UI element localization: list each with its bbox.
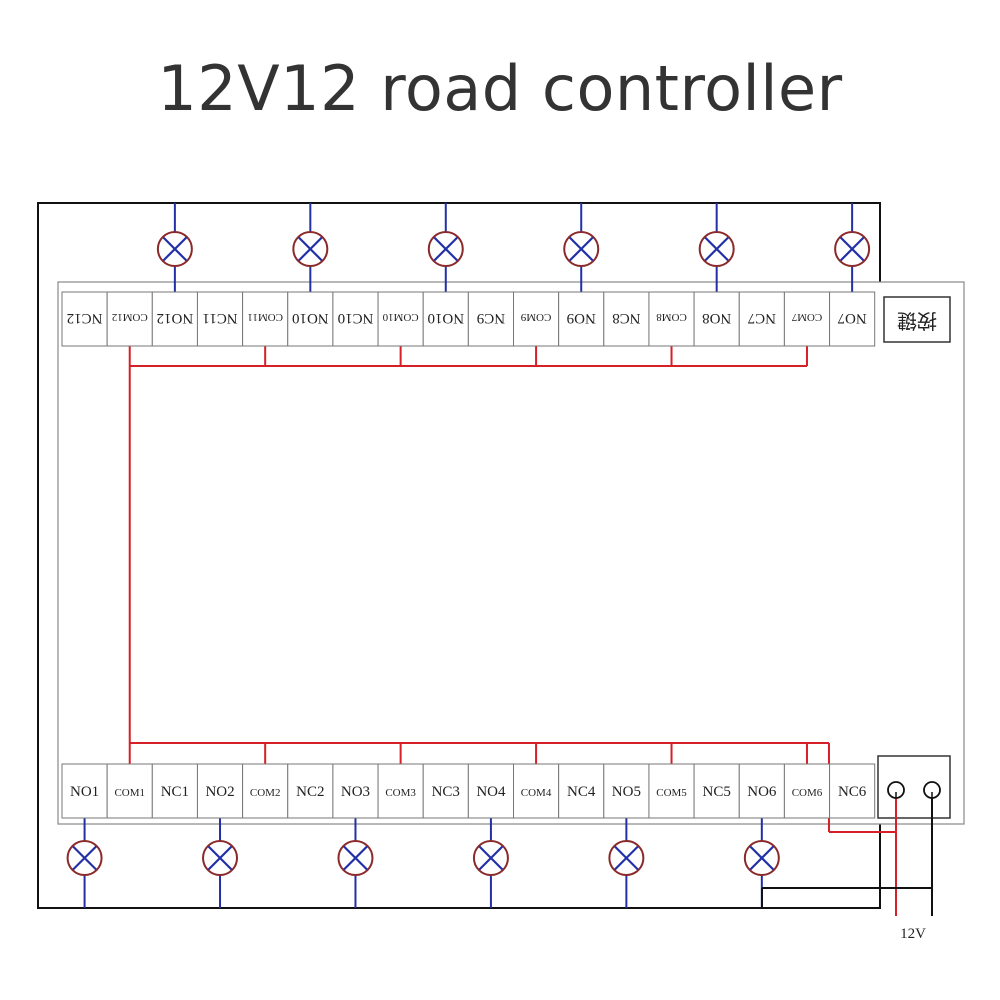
top-terminal-label: NC12 bbox=[67, 310, 103, 326]
key-box bbox=[883, 296, 951, 343]
top-terminal-label: COM7 bbox=[791, 311, 822, 323]
bottom-terminal-label: NC4 bbox=[567, 784, 596, 800]
top-terminal-cell bbox=[287, 291, 334, 347]
lamp-icon bbox=[66, 840, 103, 876]
top-terminal-strip: NC12 COM12 NO12 NC11 COM11 NO10 NC10 COM10 NO10 N… bbox=[61, 291, 876, 347]
bottom-terminal-label: NC2 bbox=[296, 784, 324, 800]
bottom-terminal-label: COM4 bbox=[521, 787, 552, 799]
top-terminal-label: NC9 bbox=[477, 310, 505, 326]
blue-wires bbox=[83, 203, 854, 908]
power-jack-icon bbox=[923, 781, 941, 799]
top-terminal-cell bbox=[61, 291, 108, 347]
lamp-icon bbox=[834, 231, 871, 267]
top-terminal-label: NO10 bbox=[292, 310, 329, 326]
bottom-terminal-cell bbox=[332, 763, 379, 819]
bottom-terminal-cell bbox=[738, 763, 785, 819]
top-terminal-label: NC10 bbox=[338, 310, 374, 326]
top-terminal-cell bbox=[467, 291, 515, 347]
top-terminal-label: COM9 bbox=[520, 311, 551, 323]
bottom-terminal-cell bbox=[467, 763, 515, 819]
lamp-icon bbox=[156, 231, 193, 267]
red-wires bbox=[128, 346, 897, 916]
bottom-terminal-label: COM6 bbox=[792, 787, 823, 799]
top-terminal-label: NO8 bbox=[702, 310, 731, 326]
top-terminal-label: NO7 bbox=[837, 310, 867, 326]
bottom-terminal-cell bbox=[558, 763, 605, 819]
top-terminal-cell bbox=[196, 291, 244, 347]
key-label: 按键 bbox=[897, 309, 937, 333]
bottom-terminal-cell bbox=[648, 763, 695, 819]
top-terminal-cell bbox=[422, 291, 469, 347]
top-terminal-cell bbox=[829, 291, 876, 347]
top-terminal-label: COM11 bbox=[247, 311, 283, 323]
top-terminal-cell bbox=[513, 291, 560, 347]
bottom-terminal-label: COM1 bbox=[114, 787, 145, 799]
lamp-icon bbox=[202, 840, 239, 876]
voltage-label: 12V bbox=[900, 926, 926, 942]
bottom-terminal-cell bbox=[603, 763, 650, 819]
bottom-terminal-label: NC1 bbox=[161, 784, 189, 800]
lamp-icon bbox=[292, 231, 329, 267]
top-terminal-cell bbox=[377, 291, 424, 347]
lamp-icon bbox=[608, 840, 645, 876]
bottom-terminal-cell bbox=[196, 763, 244, 819]
power-connection bbox=[761, 781, 941, 916]
top-terminal-label: NO9 bbox=[567, 310, 596, 326]
bottom-terminal-label: COM3 bbox=[385, 787, 416, 799]
bottom-terminal-cell bbox=[829, 763, 876, 819]
lamp-icon bbox=[472, 840, 509, 876]
top-terminal-cell bbox=[558, 291, 605, 347]
page-title: 12V12 road controller bbox=[157, 52, 843, 125]
bottom-terminal-label: NO2 bbox=[205, 784, 234, 800]
bottom-terminal-label: COM5 bbox=[656, 787, 687, 799]
lamp-icon bbox=[563, 231, 600, 267]
bottom-terminal-label: NC3 bbox=[432, 784, 460, 800]
lamps bbox=[66, 231, 871, 876]
bottom-terminal-label: COM2 bbox=[250, 787, 281, 799]
top-terminal-label: COM10 bbox=[382, 311, 419, 323]
bottom-terminal-label: NO5 bbox=[612, 784, 641, 800]
lamp-icon bbox=[337, 840, 374, 876]
bottom-terminal-cell bbox=[287, 763, 334, 819]
top-terminal-cell bbox=[603, 291, 650, 347]
top-terminal-cell bbox=[106, 291, 153, 347]
top-terminal-cell bbox=[151, 291, 198, 347]
controller-board bbox=[57, 281, 965, 825]
top-terminal-label: COM12 bbox=[112, 311, 148, 323]
top-terminal-label: NO12 bbox=[157, 310, 194, 326]
power-jack-icon bbox=[887, 781, 905, 799]
top-terminal-label: COM8 bbox=[656, 311, 687, 323]
bottom-terminal-cell bbox=[783, 763, 831, 819]
bottom-terminal-label: NO4 bbox=[476, 784, 506, 800]
top-terminal-label: NC7 bbox=[747, 310, 776, 326]
bottom-terminal-label: NO6 bbox=[747, 784, 777, 800]
bottom-terminal-cell bbox=[693, 763, 740, 819]
bottom-terminal-cell bbox=[377, 763, 424, 819]
top-terminal-cell bbox=[783, 291, 831, 347]
bottom-terminal-label: NC6 bbox=[838, 784, 867, 800]
top-terminal-label: NO10 bbox=[427, 310, 464, 326]
top-terminal-label: NC11 bbox=[202, 310, 237, 326]
bottom-terminal-label: NO3 bbox=[341, 784, 370, 800]
top-terminal-label: NC8 bbox=[612, 310, 640, 326]
top-terminal-cell bbox=[242, 291, 289, 347]
lamp-icon bbox=[743, 840, 780, 876]
lamp-icon bbox=[698, 231, 735, 267]
top-terminal-cell bbox=[738, 291, 785, 347]
bottom-terminal-cell bbox=[106, 763, 153, 819]
bottom-terminal-label: NO1 bbox=[70, 784, 99, 800]
bottom-terminal-label: NC5 bbox=[703, 784, 731, 800]
bottom-terminal-strip: NO1 COM1 NC1 NO2 COM2 NC2 NO3 COM3 NC3 NO4 COM4 NC4… bbox=[61, 763, 876, 819]
lamp-icon bbox=[427, 231, 464, 267]
